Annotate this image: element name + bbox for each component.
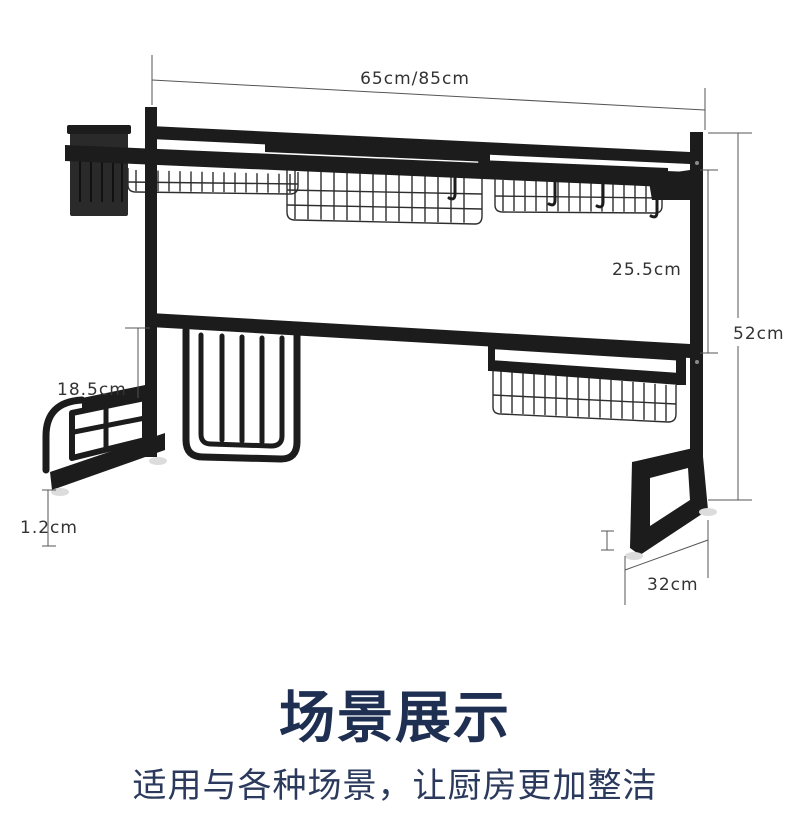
depth-label: 32cm bbox=[647, 575, 699, 595]
upper-middle-basket-outline bbox=[286, 160, 483, 225]
total-height-label: 52cm bbox=[733, 324, 785, 344]
width-dimension: 65cm/85cm bbox=[151, 55, 706, 130]
lower-right-basket-outline bbox=[492, 370, 677, 423]
depth-dimension: 32cm bbox=[624, 520, 709, 605]
upper-left-basket-wires bbox=[135, 170, 291, 193]
right-post bbox=[690, 132, 703, 507]
right-basket-rim bbox=[478, 160, 668, 184]
top-hooks bbox=[447, 174, 659, 219]
dish-rack-diagram: 65cm/85cm 52cm 25.5cm 18.5cm 1.2cm 32cm bbox=[20, 55, 785, 605]
lid-holder-top-bracket bbox=[82, 384, 150, 409]
hook bbox=[447, 174, 457, 201]
left-post bbox=[145, 107, 157, 457]
right-foot-cutout bbox=[650, 468, 690, 526]
utensil-holder-rim bbox=[67, 125, 131, 134]
lid-holder-height-label: 18.5cm bbox=[57, 380, 127, 400]
lid-holder-crossbar bbox=[71, 415, 148, 435]
hook bbox=[547, 180, 557, 207]
left-foot bbox=[50, 433, 165, 490]
upper-left-basket-outline bbox=[127, 168, 299, 195]
hook bbox=[595, 182, 605, 209]
depth-line bbox=[624, 539, 709, 571]
utensil-holder bbox=[67, 125, 131, 216]
lower-basket-back-rim bbox=[490, 343, 685, 361]
top-back-rail bbox=[150, 126, 690, 164]
hook bbox=[649, 193, 659, 219]
top-frame bbox=[65, 126, 690, 219]
lid-holder-height-dimension: 18.5cm bbox=[57, 327, 150, 400]
lower-right-basket-wires bbox=[500, 370, 667, 421]
suction-pad bbox=[149, 457, 167, 465]
suction-pad bbox=[51, 488, 69, 496]
upper-shelf-height-label: 25.5cm bbox=[612, 260, 682, 280]
suction-pad bbox=[699, 508, 717, 516]
width-dimension-line bbox=[151, 79, 706, 111]
lower-basket-right-rim bbox=[676, 355, 686, 385]
lower-right-basket-crosswire bbox=[492, 394, 677, 405]
upper-middle-basket-crosswire bbox=[286, 189, 483, 195]
foot-height-dimension-right bbox=[601, 530, 614, 551]
total-height-dimension: 52cm bbox=[708, 132, 785, 501]
utensil-holder-slots bbox=[79, 160, 123, 202]
caption-subtitle: 适用与各种场景，让厨房更加整洁 bbox=[132, 766, 658, 806]
top-frame-end-bracket bbox=[648, 170, 690, 200]
lid-holder-curved-arm bbox=[42, 396, 86, 474]
lower-right-basket bbox=[488, 343, 686, 423]
foot-height-label: 1.2cm bbox=[20, 518, 78, 538]
cutting-board-holder bbox=[178, 316, 302, 463]
lower-basket-front-rim bbox=[490, 360, 680, 385]
foot-height-dimension-left: 1.2cm bbox=[20, 489, 78, 547]
cutting-board-holder-top-bar bbox=[178, 316, 302, 334]
screw-icon bbox=[695, 161, 699, 165]
right-foot bbox=[630, 446, 708, 555]
upper-right-basket bbox=[494, 178, 663, 214]
cutting-board-holder-outer-loop bbox=[182, 326, 301, 463]
upper-right-basket-crosswire bbox=[494, 195, 663, 199]
screw-icon bbox=[695, 360, 699, 364]
width-dimension-label: 65cm/85cm bbox=[360, 69, 470, 89]
suction-pad bbox=[625, 552, 643, 560]
upper-shelf-height-dimension: 25.5cm bbox=[612, 169, 718, 354]
lower-basket-left-rim bbox=[488, 343, 495, 371]
middle-basket-rim bbox=[265, 139, 490, 162]
upper-middle-basket-crosswire bbox=[286, 204, 483, 210]
upper-right-basket-outline bbox=[494, 178, 663, 214]
cutting-board-holder-inner-loop bbox=[198, 332, 285, 449]
utensil-holder-body bbox=[70, 128, 128, 216]
caption-title: 场景展示 bbox=[279, 686, 511, 751]
